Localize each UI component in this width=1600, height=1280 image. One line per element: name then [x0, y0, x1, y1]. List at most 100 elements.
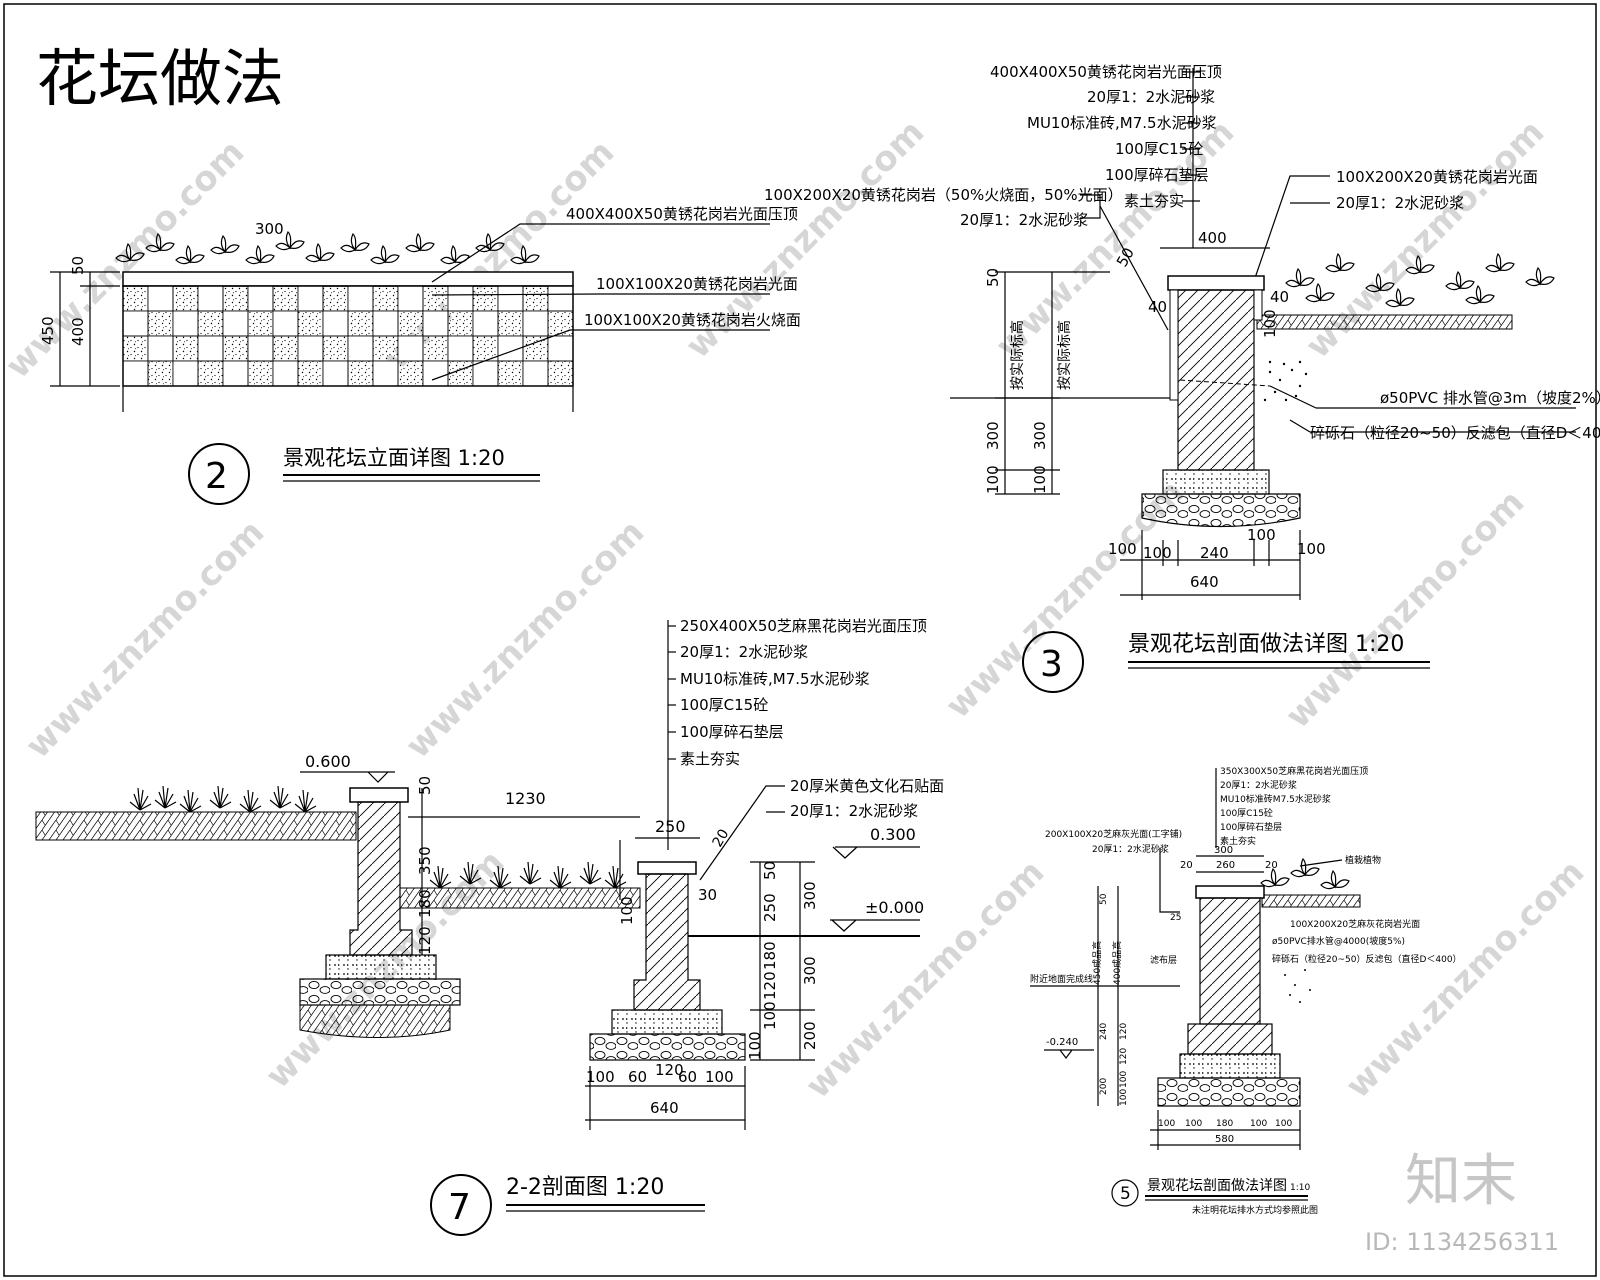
granite-tile — [272, 310, 299, 337]
dim-text: 450 — [39, 316, 57, 345]
layer-label: 20厚1：2水泥砂浆 — [1087, 88, 1215, 106]
granite-tile — [397, 285, 424, 312]
detail-7-section: 250X400X50芝麻黑花岗岩光面压顶 20厚1：2水泥砂浆 MU10标准砖,… — [35, 617, 944, 1236]
granite-tile — [272, 335, 299, 362]
granite-tile — [147, 285, 174, 312]
layer-label: MU10标准砖,M7.5水泥砂浆 — [1027, 114, 1217, 132]
granite-tile — [272, 360, 299, 387]
svg-text:240: 240 — [1099, 1023, 1109, 1040]
coping-stone — [1195, 885, 1265, 899]
granite-tile — [222, 285, 249, 312]
svg-text:MU10标准砖M7.5水泥砂浆: MU10标准砖M7.5水泥砂浆 — [1220, 793, 1331, 805]
granite-tile — [322, 285, 349, 312]
sheet-title: 花坛做法 — [36, 42, 284, 115]
svg-text:250X400X50芝麻黑花岗岩光面压顶: 250X400X50芝麻黑花岗岩光面压顶 — [680, 617, 927, 635]
coping-stone — [349, 787, 409, 803]
layer-label: 400X400X50黄锈花岗岩光面压顶 — [990, 63, 1222, 81]
svg-text:50: 50 — [984, 268, 1002, 287]
granite-tile — [397, 360, 424, 387]
material-label: 100X100X20黄锈花岗岩光面 — [596, 275, 798, 293]
granite-tile — [197, 335, 224, 362]
granite-tile — [297, 360, 324, 387]
granite-tile — [172, 335, 199, 362]
svg-text:100: 100 — [1158, 1119, 1175, 1129]
brand-logo: 知末 — [1405, 1149, 1517, 1214]
material-label: 100X100X20黄锈花岗岩火烧面 — [584, 311, 801, 329]
watermark-text: www.znzmo.com — [798, 852, 1052, 1106]
granite-tile — [197, 285, 224, 312]
granite-tile — [347, 335, 374, 362]
granite-tile — [147, 335, 174, 362]
granite-tile — [247, 310, 274, 337]
detail-number-circle — [188, 443, 250, 505]
svg-text:120: 120 — [416, 926, 434, 955]
svg-text:120: 120 — [1119, 1023, 1129, 1040]
coping-stone — [1167, 275, 1265, 291]
gravel-base — [1141, 493, 1301, 528]
svg-text:按实际标高: 按实际标高 — [1056, 320, 1073, 390]
svg-text:300: 300 — [984, 421, 1002, 450]
svg-text:未注明花坛排水方式均参照此图: 未注明花坛排水方式均参照此图 — [1192, 1204, 1318, 1216]
svg-text:0.300: 0.300 — [870, 825, 916, 844]
svg-text:100: 100 — [1247, 526, 1276, 544]
checker-wall — [122, 285, 574, 387]
granite-tile — [422, 310, 449, 337]
granite-tile — [222, 310, 249, 337]
layer-label: 100厚碎石垫层 — [1105, 166, 1209, 184]
svg-text:300: 300 — [1031, 421, 1049, 450]
svg-text:20厚1：2水泥砂浆: 20厚1：2水泥砂浆 — [1092, 843, 1169, 855]
svg-text:100: 100 — [1185, 1119, 1202, 1129]
granite-tile — [347, 310, 374, 337]
dim-text: 50 — [69, 256, 87, 275]
svg-text:100厚碎石垫层: 100厚碎石垫层 — [680, 723, 784, 741]
svg-text:250: 250 — [761, 893, 779, 922]
svg-text:MU10标准砖,M7.5水泥砂浆: MU10标准砖,M7.5水泥砂浆 — [680, 670, 870, 688]
granite-tile — [522, 285, 549, 312]
material-label: 400X400X50黄锈花岗岩光面压顶 — [566, 205, 798, 223]
svg-text:素土夯实: 素土夯实 — [1220, 835, 1256, 847]
material-label: 20厚1：2水泥砂浆 — [1336, 194, 1464, 212]
svg-text:100: 100 — [746, 1031, 764, 1060]
svg-text:碎砾石（粒径20~50）反滤包（直径D＜400）: 碎砾石（粒径20~50）反滤包（直径D＜400） — [1272, 953, 1462, 965]
svg-text:-0.240: -0.240 — [1046, 1037, 1078, 1048]
granite-tile — [322, 335, 349, 362]
svg-text:300: 300 — [801, 956, 819, 985]
svg-text:200X100X20芝麻灰光面(工字铺): 200X100X20芝麻灰光面(工字铺) — [1045, 828, 1182, 840]
svg-text:120: 120 — [1119, 1048, 1129, 1065]
detail-number-circle — [1111, 1179, 1139, 1207]
svg-text:400: 400 — [1198, 229, 1227, 247]
granite-tile — [247, 285, 274, 312]
svg-text:20厚米黄色文化石贴面: 20厚米黄色文化石贴面 — [790, 777, 944, 795]
svg-text:50: 50 — [1099, 893, 1109, 905]
svg-text:附近地面完成线: 附近地面完成线 — [1030, 973, 1093, 985]
granite-tile — [372, 360, 399, 387]
granite-tile — [472, 335, 499, 362]
granite-tile — [122, 285, 149, 312]
granite-tile — [397, 335, 424, 362]
granite-tile — [422, 360, 449, 387]
granite-tile — [472, 310, 499, 337]
svg-text:350: 350 — [416, 846, 434, 875]
svg-text:260: 260 — [1216, 860, 1235, 871]
granite-tile — [472, 285, 499, 312]
svg-text:20: 20 — [710, 827, 733, 850]
granite-tile — [197, 360, 224, 387]
granite-tile — [147, 360, 174, 387]
granite-tile — [222, 335, 249, 362]
svg-text:300: 300 — [1214, 845, 1233, 856]
svg-text:640: 640 — [650, 1099, 679, 1117]
svg-text:60: 60 — [678, 1068, 697, 1086]
svg-text:300: 300 — [801, 881, 819, 910]
svg-text:350X300X50芝麻黑花岗岩光面压顶: 350X300X50芝麻黑花岗岩光面压顶 — [1220, 765, 1368, 777]
granite-tile — [272, 285, 299, 312]
detail-number-circle — [430, 1174, 492, 1236]
svg-text:按实际标高: 按实际标高 — [1009, 320, 1026, 390]
granite-tile — [147, 310, 174, 337]
granite-tile — [422, 285, 449, 312]
granite-tile — [447, 335, 474, 362]
granite-tile — [547, 360, 574, 387]
layer-label: 100厚C15砼 — [1115, 140, 1203, 158]
granite-tile — [447, 310, 474, 337]
svg-text:±0.000: ±0.000 — [865, 898, 924, 917]
